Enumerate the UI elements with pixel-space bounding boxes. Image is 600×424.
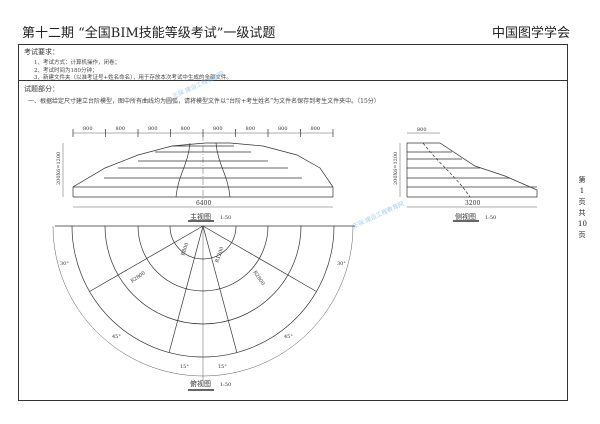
requirement-item: 2、考试时间为180分钟； xyxy=(34,68,98,74)
radial-line xyxy=(89,225,204,292)
questions-heading: 试题部分： xyxy=(24,85,59,93)
section-divider xyxy=(18,80,568,81)
angle-label: 30° xyxy=(337,261,346,267)
radial-line xyxy=(168,225,204,353)
radial-line xyxy=(202,225,317,292)
angle-label: 30° xyxy=(60,261,69,267)
dim-label: 800 xyxy=(116,126,126,132)
page-number: 第1页 共10页 xyxy=(578,176,587,239)
content-frame xyxy=(18,44,568,401)
dim-label: 800 xyxy=(83,126,93,132)
radius-label: R800 xyxy=(180,242,190,257)
angle-label: 15° xyxy=(218,364,227,370)
front-view-scale: 1:50 xyxy=(220,215,231,221)
radial-line xyxy=(202,225,238,353)
requirement-item: 1、考试方式：计算机操作，闭卷； xyxy=(34,60,121,66)
dim-label: 800 xyxy=(311,126,321,132)
dim-label: 800 xyxy=(278,126,288,132)
exam-title: 第十二期 “全国BIM技能等级考试”一级试题 xyxy=(22,26,276,41)
side-top-dim: 800 xyxy=(417,127,427,133)
side-view: 800 3200 200X6=1200 侧视图 1:50 xyxy=(393,127,538,222)
question-1-text: 一、根据给定尺寸建立台阶模型，图中所有曲线均为圆弧，请将模型文件以“台阶+考生姓… xyxy=(28,98,380,105)
radius-label: R2800 xyxy=(130,270,147,284)
angle-label: 45° xyxy=(112,334,121,340)
top-view-label: 俯视图 xyxy=(190,379,211,388)
front-width-dim: 6400 xyxy=(196,200,211,207)
top-view-scale: 1:50 xyxy=(220,382,231,388)
dim-label: 800 xyxy=(148,126,158,132)
front-view: 800 800 800 800 800 800 800 800 6400 200X6=1200… xyxy=(56,126,334,222)
requirement-item: 3、新建文件夹（以准考证号+姓名命名），用于存放本次考试中生成的全部文件。 xyxy=(34,75,232,81)
front-height-dim: 200X6=1200 xyxy=(56,152,62,185)
top-view: R800 R1200 R2800 R2800 30° 30° 45° 45° 1… xyxy=(52,225,355,391)
side-view-label: 侧视图 xyxy=(455,212,476,221)
dim-label: 800 xyxy=(246,126,256,132)
radius-label: R1200 xyxy=(214,246,225,264)
organization-name: 中国图学学会 xyxy=(491,26,570,41)
angle-label: 15° xyxy=(180,364,189,370)
front-view-label: 主视图 xyxy=(190,212,211,221)
radius-label: R2800 xyxy=(251,270,265,287)
requirements-heading: 考试要求： xyxy=(24,48,59,56)
side-view-scale: 1:50 xyxy=(485,215,496,221)
dim-label: 800 xyxy=(181,126,191,132)
angle-label: 45° xyxy=(284,334,293,340)
side-width-dim: 3200 xyxy=(465,200,480,207)
side-height-dim: 200X6=1200 xyxy=(393,152,399,185)
dim-label: 800 xyxy=(213,126,223,132)
